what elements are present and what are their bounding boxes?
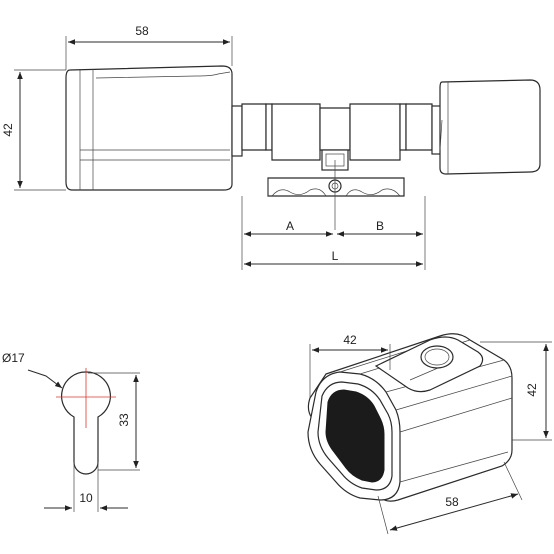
dim-l-label: L bbox=[332, 249, 339, 263]
side-view-drawing: 58 42 A B L bbox=[1, 24, 541, 270]
isometric-view-drawing: 42 42 58 bbox=[307, 333, 552, 535]
cylinder-body bbox=[231, 103, 443, 230]
dim-iso-42-top-label: 42 bbox=[343, 333, 357, 347]
dim-a-label: A bbox=[286, 219, 294, 233]
dim-top-height: 42 bbox=[1, 69, 66, 191]
dim-iso-58-label: 58 bbox=[445, 495, 459, 509]
dim-58-label: 58 bbox=[135, 24, 149, 38]
knob-right bbox=[439, 79, 541, 175]
dim-top-width: 58 bbox=[65, 24, 233, 70]
dim-33-label: 33 bbox=[117, 413, 131, 427]
dim-42-label: 42 bbox=[1, 123, 15, 137]
dim-iso-42-right-label: 42 bbox=[525, 383, 539, 397]
dim-diameter-label: Ø17 bbox=[2, 351, 25, 365]
dim-b-label: B bbox=[376, 219, 384, 233]
profile-view-drawing: Ø17 33 10 bbox=[2, 351, 140, 512]
dim-a-b-l: A B L bbox=[241, 196, 426, 270]
knob-left bbox=[65, 65, 233, 191]
dim-10-label: 10 bbox=[79, 491, 93, 505]
